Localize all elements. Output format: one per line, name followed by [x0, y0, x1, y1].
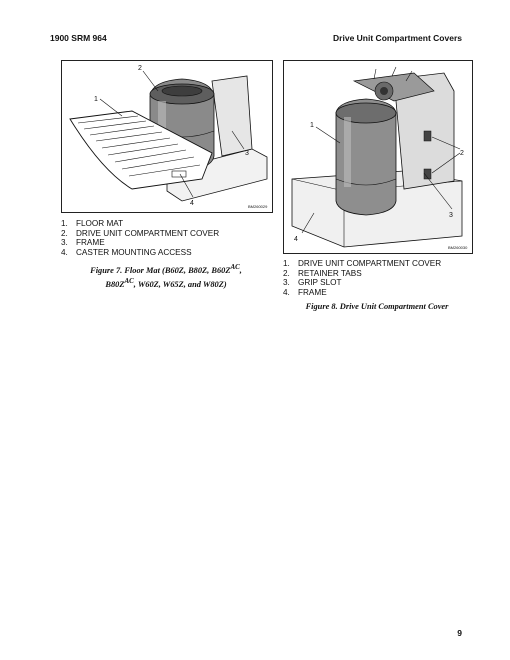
image-code: BM260029	[248, 204, 268, 209]
callout-2: 2	[138, 65, 142, 72]
legend-item: 3.FRAME	[61, 238, 105, 248]
floor-mat-drawing: 2 1 3 4 BM260029	[69, 65, 268, 209]
callout-3: 3	[245, 150, 249, 157]
callout-3: 3	[449, 212, 453, 219]
legend-item: 1.FLOOR MAT	[61, 219, 124, 228]
legend-item: 1.DRIVE UNIT COMPARTMENT COVER	[283, 259, 442, 268]
figure-8-illustration: 1 2 3 4 BM260030	[283, 60, 473, 254]
page-number: 9	[457, 628, 462, 638]
legend-item: 2.DRIVE UNIT COMPARTMENT COVER	[61, 228, 220, 238]
image-code: BM260030	[448, 245, 468, 250]
figure-8-caption: Figure 8. Drive Unit Compartment Cover	[305, 302, 449, 311]
header-right: Drive Unit Compartment Covers	[333, 33, 462, 43]
figure-7-caption: Figure 7. Floor Mat (B60Z, B80Z, B60ZAC,…	[90, 263, 242, 289]
figure-7-legend: 1.FLOOR MAT 2.DRIVE UNIT COMPARTMENT COV…	[61, 219, 219, 257]
figure-7-illustration: 2 1 3 4 BM260029	[61, 60, 273, 213]
callout-4: 4	[294, 236, 298, 243]
legend-item: 2.RETAINER TABS	[283, 268, 362, 278]
figure-8-legend: 1.DRIVE UNIT COMPARTMENT COVER 2.RETAINE…	[283, 259, 441, 297]
drive-unit-cover-drawing: 1 2 3 4 BM260030	[291, 66, 468, 250]
legend-item: 4.FRAME	[283, 287, 327, 297]
header-left: 1900 SRM 964	[50, 33, 107, 43]
callout-2: 2	[460, 150, 464, 157]
legend-item: 3.GRIP SLOT	[283, 278, 342, 288]
callout-4: 4	[190, 200, 194, 207]
callout-1: 1	[94, 96, 98, 103]
legend-item: 4.CASTER MOUNTING ACCESS	[61, 247, 192, 257]
callout-1: 1	[310, 122, 314, 129]
